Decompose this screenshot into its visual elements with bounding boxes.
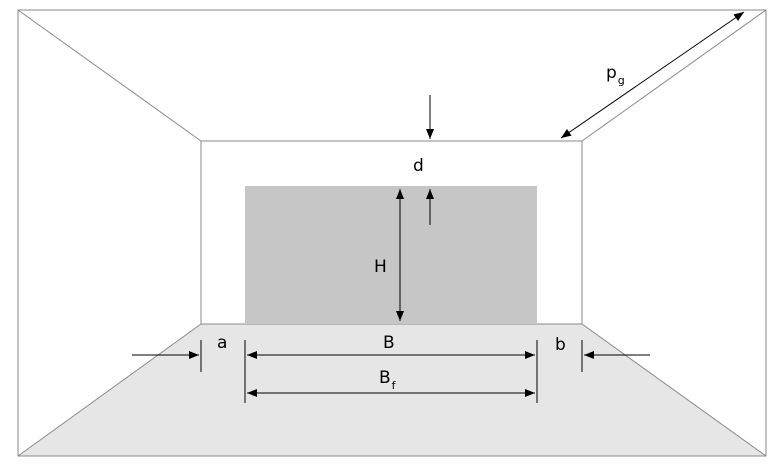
block	[245, 186, 537, 324]
edge-top-left	[17, 9, 202, 142]
a-label: a	[217, 333, 227, 353]
edge-bottom-right	[581, 323, 767, 457]
d-label: d	[413, 156, 424, 176]
bf-label: Bf	[379, 368, 397, 392]
pg-label: pg	[606, 63, 625, 87]
h-label: H	[374, 257, 387, 277]
pg-dimension-line	[560, 11, 745, 139]
b-width-label: B	[383, 333, 395, 353]
b-label: b	[555, 335, 566, 355]
outer-frame	[17, 9, 767, 457]
edge-bottom-left	[17, 323, 202, 457]
